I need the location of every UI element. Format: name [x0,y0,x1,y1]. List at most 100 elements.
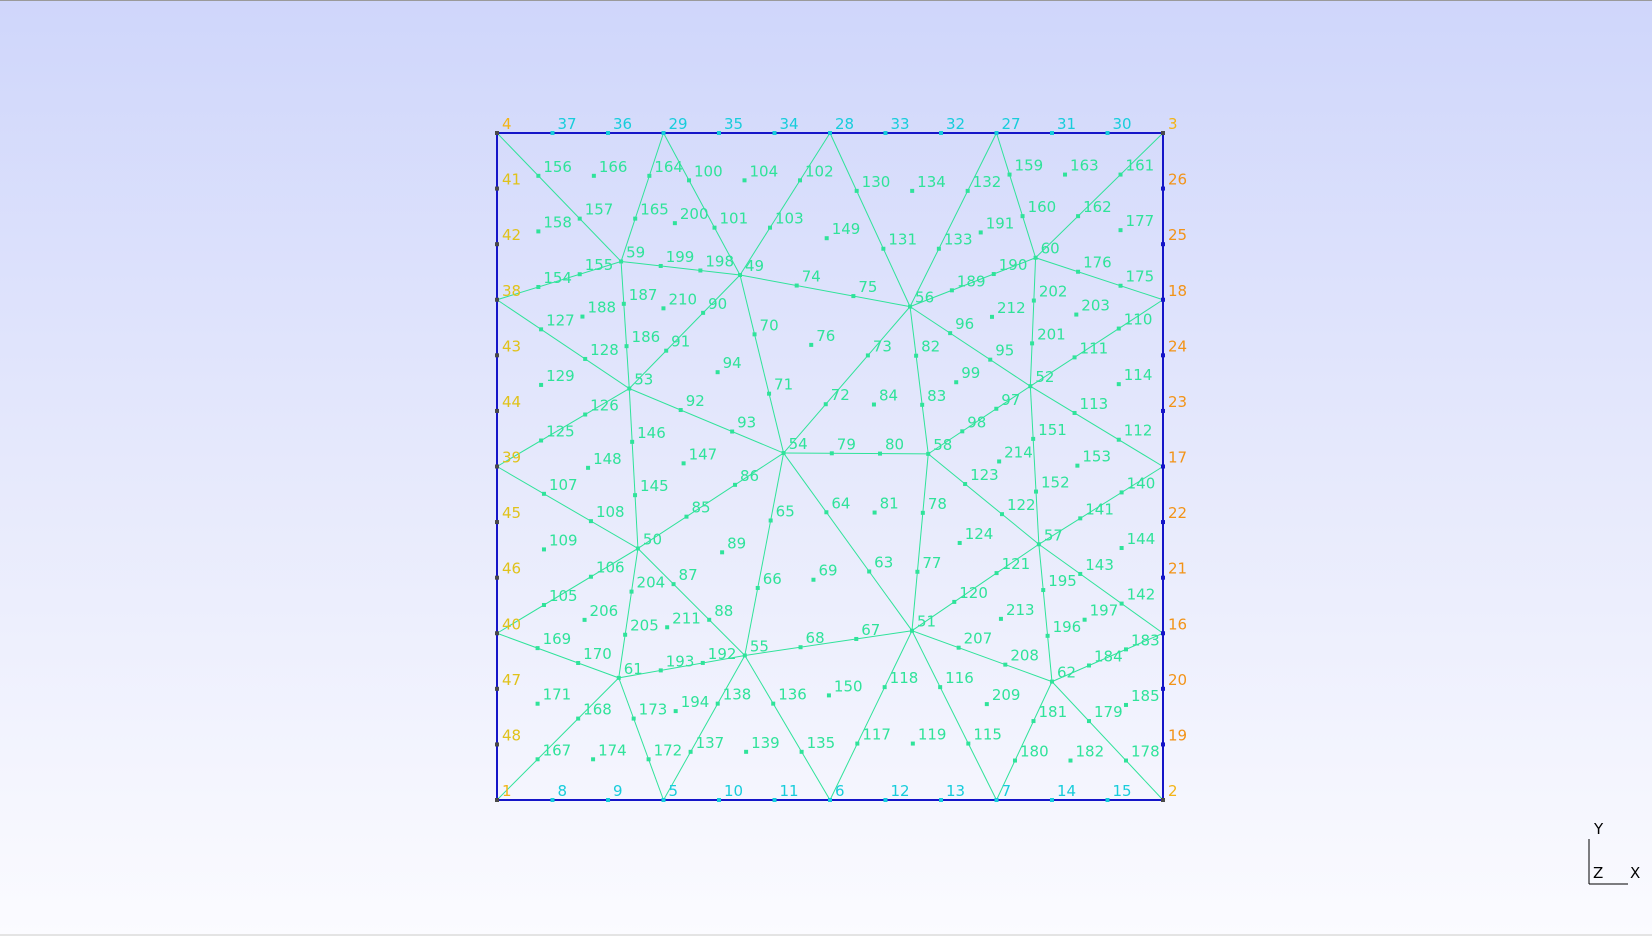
y-axis-label: Y [1594,820,1604,838]
node-marker-102 [798,178,803,183]
node-marker-62 [1049,679,1054,684]
node-marker-115 [966,741,971,746]
node-marker-205 [623,632,628,637]
node-label-48: 48 [502,726,521,744]
node-marker-41 [495,186,499,191]
node-marker-177 [1118,228,1123,233]
node-label-20: 20 [1168,671,1187,689]
node-label-147: 147 [689,445,718,463]
node-marker-134 [910,188,915,193]
node-marker-39 [495,464,499,469]
mesh-edge-58-57 [927,453,1040,545]
node-label-168: 168 [583,701,612,719]
node-marker-103 [768,225,773,230]
node-marker-133 [936,246,941,251]
node-marker-189 [949,288,954,293]
node-marker-172 [646,757,651,762]
node-label-165: 165 [640,201,669,219]
node-marker-130 [854,188,859,193]
node-label-126: 126 [590,397,619,415]
node-label-42: 42 [502,226,521,244]
node-label-111: 111 [1080,339,1109,357]
node-label-129: 129 [546,367,575,385]
node-marker-30 [1105,131,1110,135]
node-label-74: 74 [802,268,821,286]
node-marker-76 [809,342,814,347]
node-marker-85 [684,514,689,519]
node-marker-209 [984,702,989,707]
mesh-edge-54-56 [783,306,911,454]
node-marker-12 [883,798,888,802]
node-label-98: 98 [967,413,986,431]
node-label-27: 27 [1002,115,1021,133]
mesh-edge-53-39 [496,388,630,467]
mesh-edge-62-57 [1038,544,1053,682]
node-label-138: 138 [723,686,752,704]
mesh-edge-56-27 [909,132,997,307]
node-marker-27 [994,131,999,135]
node-label-91: 91 [671,333,690,351]
node-marker-49 [738,273,743,278]
node-label-58: 58 [933,436,952,454]
node-label-14: 14 [1057,782,1076,800]
node-label-175: 175 [1126,268,1155,286]
node-label-207: 207 [964,630,993,648]
node-marker-112 [1116,437,1121,442]
node-marker-84 [871,402,876,407]
node-marker-163 [1063,172,1068,177]
mesh-edge-49-28 [739,132,831,276]
node-marker-140 [1119,490,1124,495]
node-label-167: 167 [543,741,572,759]
node-marker-37 [550,131,555,135]
node-marker-179 [1086,719,1091,724]
node-label-33: 33 [890,115,909,133]
node-marker-71 [767,391,772,396]
node-marker-68 [798,645,803,650]
window-top-border [0,0,1652,1]
node-label-94: 94 [723,354,742,372]
node-label-64: 64 [831,494,850,512]
node-label-120: 120 [959,584,988,602]
node-label-75: 75 [858,278,877,296]
node-label-199: 199 [666,248,695,266]
node-marker-2 [1161,798,1165,802]
node-marker-145 [633,493,638,498]
node-marker-135 [799,749,804,754]
node-marker-147 [681,461,686,466]
node-label-157: 157 [585,201,614,219]
node-marker-6 [828,798,832,802]
node-label-186: 186 [632,328,661,346]
x-axis-label: X [1630,864,1641,882]
node-label-198: 198 [705,252,734,270]
node-marker-53 [627,386,632,391]
node-marker-86 [733,482,738,487]
node-marker-69 [811,577,816,582]
node-label-187: 187 [629,286,658,304]
node-marker-23 [1161,408,1165,413]
node-marker-110 [1116,326,1121,331]
node-label-208: 208 [1010,647,1039,665]
node-marker-113 [1072,410,1077,415]
node-marker-90 [701,310,706,315]
node-label-28: 28 [835,115,854,133]
node-marker-70 [752,332,757,337]
node-marker-185 [1123,702,1128,707]
node-marker-109 [541,547,546,552]
node-marker-65 [768,518,773,523]
node-label-134: 134 [917,173,946,191]
node-label-209: 209 [992,686,1021,704]
mesh-edge-51-7 [911,630,997,801]
mesh-edge-29-49 [663,132,741,276]
mesh-edge-60-56 [909,257,1036,308]
mesh-edge-56-52 [909,306,1031,387]
node-marker-96 [948,331,953,336]
node-marker-187 [621,301,626,306]
node-marker-144 [1119,546,1124,551]
node-marker-198 [698,268,703,273]
node-marker-142 [1119,601,1124,606]
mesh-edge-50-53 [628,388,639,549]
node-label-79: 79 [837,435,856,453]
node-marker-57 [1036,542,1041,547]
